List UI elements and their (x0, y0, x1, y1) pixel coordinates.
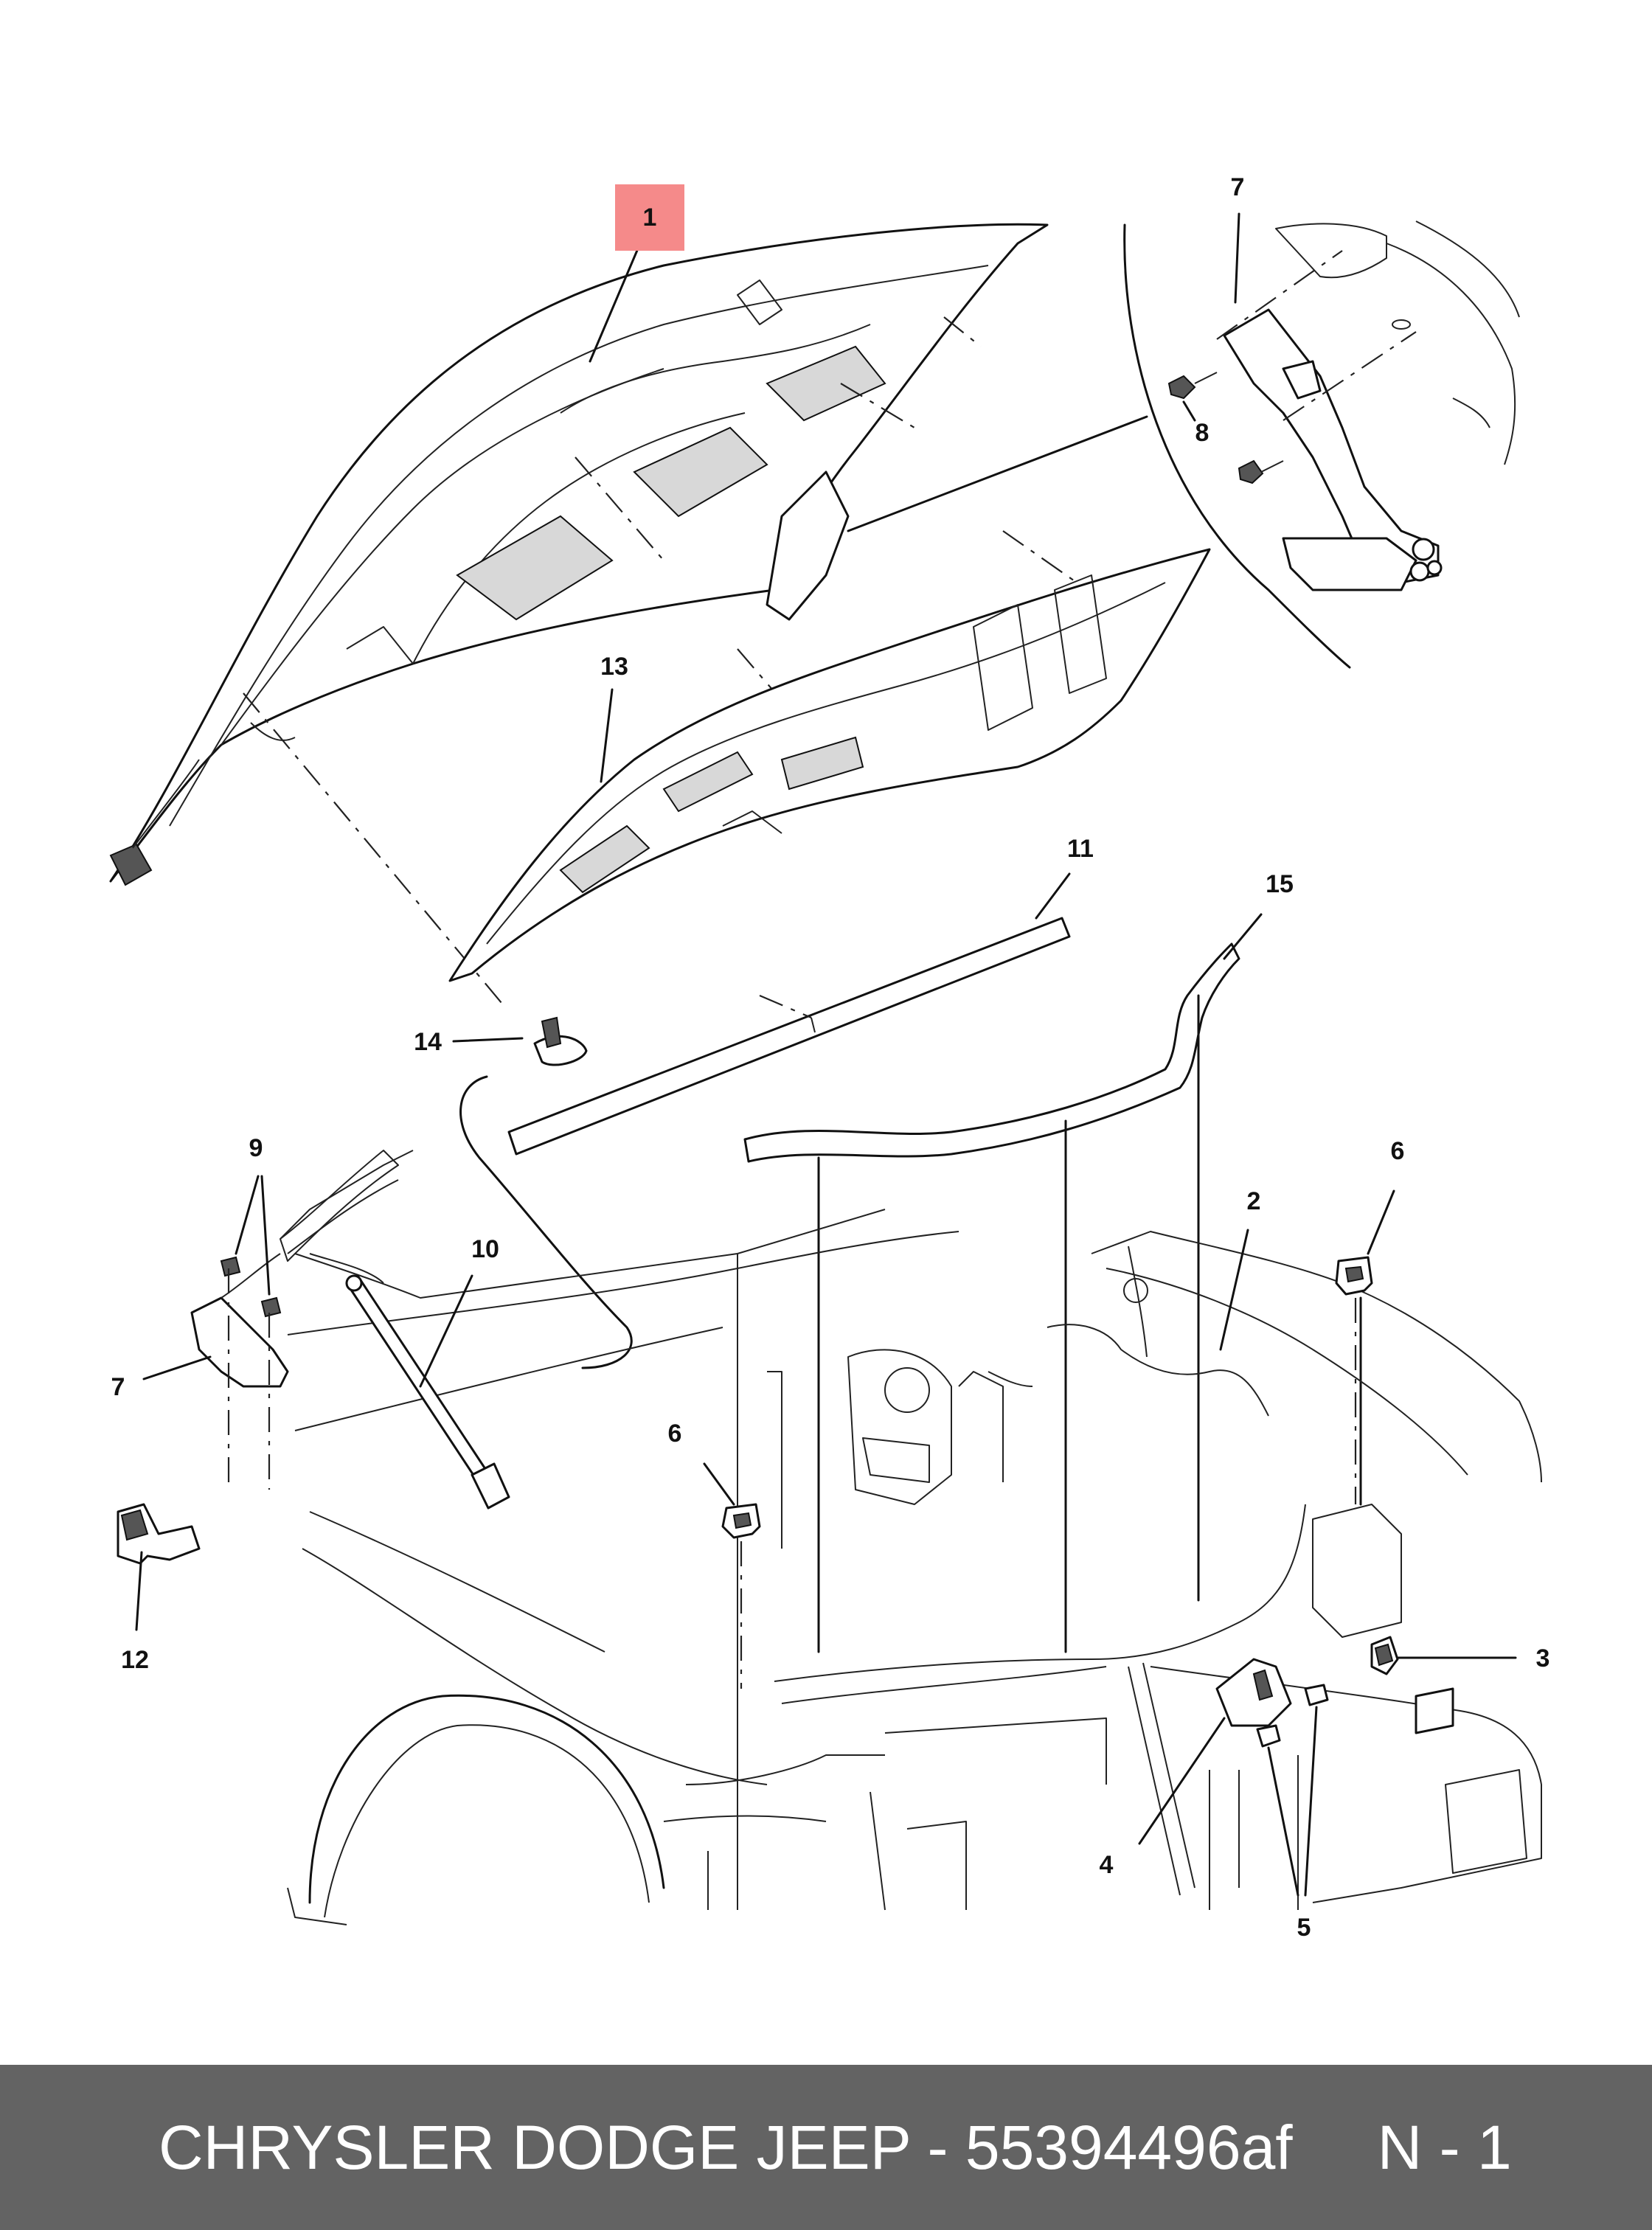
hood-panel (109, 223, 1049, 886)
leader-line-9b (260, 1175, 271, 1296)
callout-3: 3 (1536, 1644, 1550, 1672)
hood-release-handle (117, 1503, 201, 1565)
leader-line-10 (419, 1274, 473, 1388)
leader-line-11 (1035, 872, 1071, 920)
callout-8: 8 (1195, 419, 1210, 447)
fender-wheel-arch (308, 1694, 665, 1904)
callout-15: 15 (1266, 870, 1294, 898)
leader-line-9a (235, 1175, 260, 1255)
engine-bay (280, 1150, 1542, 1925)
callout-13: 13 (600, 653, 628, 681)
callout-12: 12 (121, 1646, 149, 1674)
leader-line-1 (589, 242, 642, 363)
callout-7-top: 7 (1231, 173, 1245, 201)
callout-6-right: 6 (1391, 1137, 1405, 1165)
leader-line-13 (600, 688, 614, 783)
callout-4: 4 (1100, 1851, 1114, 1879)
callout-11: 11 (1067, 835, 1094, 863)
leader-line-6-left (703, 1462, 735, 1506)
leader-line-7 (1234, 212, 1240, 304)
leader-line-14 (452, 1037, 524, 1043)
leader-line-12 (135, 1551, 143, 1631)
hood-seal (507, 917, 1071, 1156)
hinge-detail-view (847, 220, 1520, 669)
left-hood-hinge (190, 1150, 414, 1388)
footer-title: CHRYSLER DODGE JEEP - 55394496af (159, 2112, 1293, 2182)
release-cable (459, 1075, 633, 1369)
centerline (1002, 530, 1077, 583)
leader-line-4 (1138, 1717, 1226, 1845)
centerline (840, 383, 915, 428)
hood-insulator (448, 548, 1211, 982)
parts-diagram: 1 7 8 (109, 173, 1550, 1942)
hood-bumper-right (1335, 1256, 1373, 1296)
callout-7-left: 7 (111, 1373, 125, 1401)
callout-6-left: 6 (668, 1420, 682, 1448)
leader-line-15 (1223, 913, 1263, 960)
centerline (243, 692, 502, 1004)
footer-bar: CHRYSLER DODGE JEEP - 55394496af N - 1 (0, 2065, 1652, 2230)
callout-14: 14 (414, 1028, 442, 1056)
callout-9: 9 (249, 1134, 263, 1162)
footer-page-number: N - 1 (1377, 2112, 1512, 2182)
centerline (575, 456, 664, 561)
leader-line-2 (1219, 1229, 1249, 1351)
callout-10: 10 (471, 1235, 499, 1263)
cowl-seal (743, 942, 1240, 1163)
secondary-catch (1370, 1636, 1399, 1675)
callout-1: 1 (643, 204, 657, 232)
centerline (943, 316, 982, 347)
hood-support-strut (345, 1274, 510, 1510)
latch-bolts (1256, 1684, 1329, 1748)
leader-line-6-right (1367, 1189, 1395, 1255)
centerline (759, 994, 812, 1019)
callout-2: 2 (1247, 1187, 1261, 1215)
hood-latch (1215, 1658, 1292, 1727)
callout-1-highlight (615, 184, 684, 251)
leader-line-5a (1267, 1746, 1299, 1897)
callout-5: 5 (1297, 1914, 1311, 1942)
leader-line-7-left (142, 1355, 212, 1380)
push-pin-fastener (533, 1016, 588, 1066)
leader-line-8 (1182, 400, 1196, 422)
leader-line-5b (1304, 1706, 1318, 1897)
hood-bumper-left (721, 1503, 761, 1539)
